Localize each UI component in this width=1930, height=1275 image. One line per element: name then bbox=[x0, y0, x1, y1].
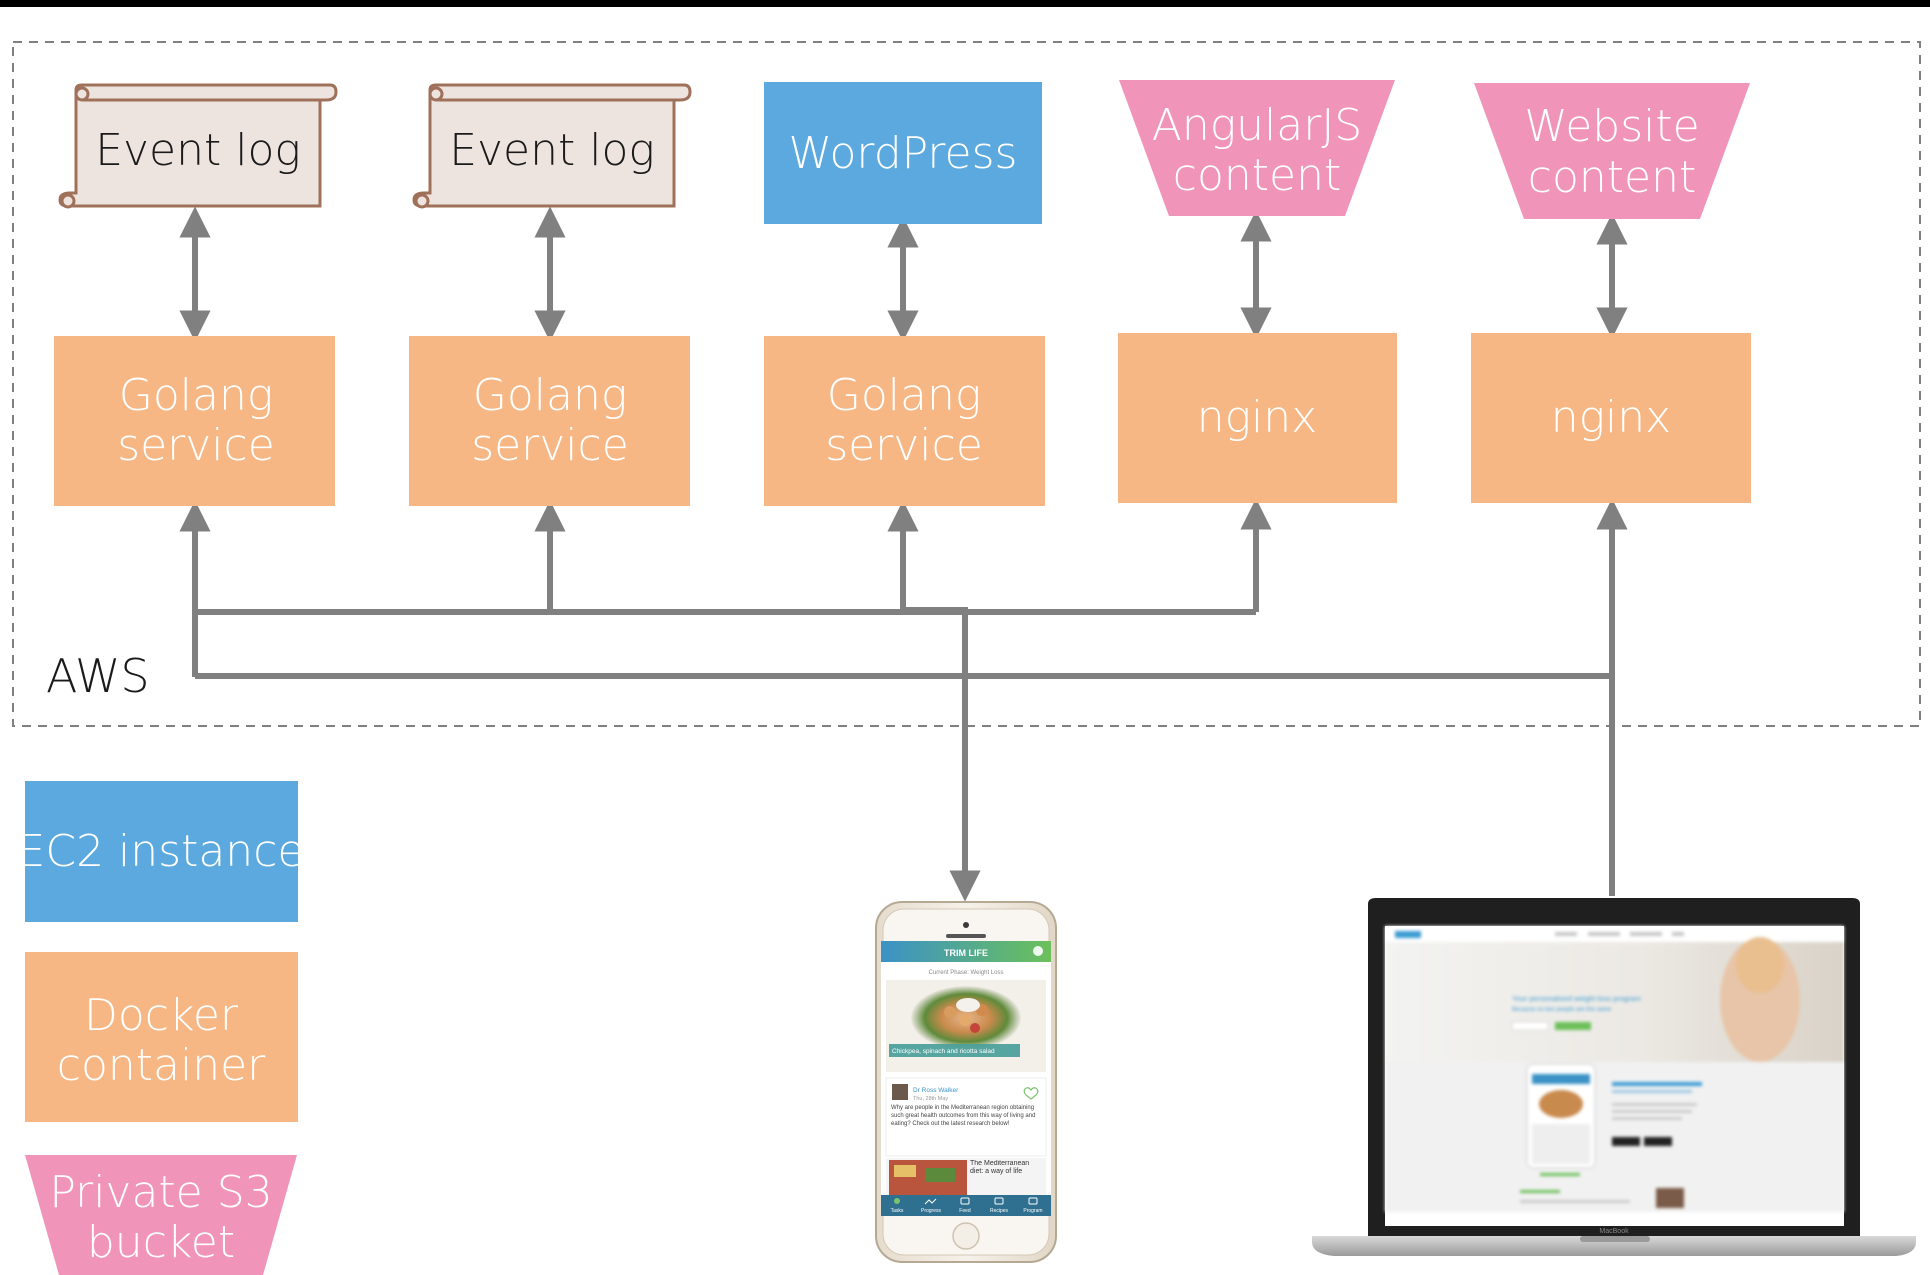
laptop-screen: Your personalised weight loss program Be… bbox=[1385, 926, 1844, 1212]
laptop-subline: Because no two people are the same bbox=[1512, 1007, 1612, 1013]
laptop-bezel-label: MacBook bbox=[1599, 1228, 1629, 1235]
tab-feed-label: Feed bbox=[959, 1208, 971, 1214]
tab-program-label: Program bbox=[1023, 1208, 1042, 1214]
golang-service-3-label-line1: Golang bbox=[827, 370, 982, 421]
phone-feed-post: Dr Ross Walker Thu, 28th May Why are peo… bbox=[885, 1077, 1047, 1157]
legend-s3-label-line2: bucket bbox=[87, 1217, 235, 1268]
angularjs-content-node: AngularJS content bbox=[1119, 80, 1395, 216]
phone-profile-icon bbox=[1033, 946, 1043, 956]
website-content-label-line2: content bbox=[1528, 152, 1696, 203]
tab-progress[interactable]: Progress bbox=[921, 1198, 942, 1214]
legend-docker-label-line2: container bbox=[57, 1040, 266, 1091]
phone-author: Dr Ross Walker bbox=[913, 1087, 959, 1094]
phone-hero-card: Chickpea, spinach and ricotta salad bbox=[886, 980, 1046, 1072]
bus-phone-trunk bbox=[903, 607, 968, 880]
legend-ec2-instance: EC2 instance bbox=[18, 781, 305, 922]
phone-post-text: Why are people in the Mediterranean regi… bbox=[891, 1105, 1036, 1127]
nginx-1-label: nginx bbox=[1197, 392, 1317, 443]
phone-home-button[interactable] bbox=[952, 1222, 980, 1250]
tab-recipes-label: Recipes bbox=[990, 1208, 1009, 1214]
website-content-label-line1: Website bbox=[1524, 101, 1699, 152]
nginx-2-label: nginx bbox=[1551, 392, 1671, 443]
phone-date: Thu, 28th May bbox=[913, 1096, 948, 1102]
phone-phase: Current Phase: Weight Loss bbox=[929, 970, 1004, 976]
website-content-node: Website content bbox=[1474, 83, 1750, 219]
phone-article-card: The Mediterranean diet: a way of life bbox=[886, 1158, 1046, 1200]
tab-tasks-label: Tasks bbox=[891, 1208, 904, 1214]
event-log-1-label: Event log bbox=[95, 125, 301, 176]
event-log-2-label: Event log bbox=[449, 125, 655, 176]
event-log-2-node: Event log bbox=[412, 83, 692, 209]
phone-hero-caption: Chickpea, spinach and ricotta salad bbox=[892, 1048, 995, 1055]
legend-docker-container: Docker container bbox=[25, 952, 298, 1122]
phone-author-avatar bbox=[892, 1084, 908, 1100]
phone-article-title: The Mediterranean diet: a way of life bbox=[970, 1160, 1030, 1175]
golang-service-1-label-line2: service bbox=[117, 420, 275, 471]
legend-s3-label-line1: Private S3 bbox=[49, 1167, 272, 1218]
phone-brand: TRIM LIFE bbox=[944, 948, 988, 958]
golang-service-2-label-line2: service bbox=[471, 420, 629, 471]
tab-feed[interactable]: Feed bbox=[959, 1197, 971, 1214]
legend: EC2 instance Docker container Private S3… bbox=[18, 781, 305, 1275]
angularjs-content-label-line1: AngularJS bbox=[1152, 100, 1362, 151]
top-border-bar bbox=[0, 0, 1930, 7]
phone-screen: TRIM LIFE Current Phase: Weight Loss Chi… bbox=[881, 941, 1051, 1216]
tab-program[interactable]: Program bbox=[1023, 1197, 1043, 1214]
legend-private-s3-bucket: Private S3 bucket bbox=[25, 1155, 297, 1275]
golang-service-2-node: Golang service bbox=[409, 336, 690, 506]
phone-tab-bar: Tasks Progress Feed Recipes Program bbox=[881, 1195, 1051, 1216]
nginx-2-node: nginx bbox=[1471, 333, 1751, 503]
wordpress-label: WordPress bbox=[789, 128, 1018, 179]
golang-service-1-label-line1: Golang bbox=[119, 370, 274, 421]
golang-service-1-node: Golang service bbox=[54, 336, 335, 506]
event-log-1-node: Event log bbox=[58, 83, 338, 209]
tab-progress-label: Progress bbox=[921, 1208, 942, 1214]
wordpress-node: WordPress bbox=[764, 82, 1042, 224]
golang-service-3-label-line2: service bbox=[825, 420, 983, 471]
aws-label: AWS bbox=[46, 649, 150, 703]
angularjs-content-label-line2: content bbox=[1173, 150, 1341, 201]
smartphone-icon: TRIM LIFE Current Phase: Weight Loss Chi… bbox=[875, 901, 1057, 1263]
nginx-1-node: nginx bbox=[1118, 333, 1397, 503]
legend-docker-label-line1: Docker bbox=[84, 990, 239, 1041]
legend-ec2-label: EC2 instance bbox=[18, 826, 305, 877]
golang-service-2-label-line1: Golang bbox=[473, 370, 628, 421]
connectors bbox=[179, 206, 1628, 902]
laptop-icon: Your personalised weight loss program Be… bbox=[1312, 898, 1916, 1256]
tab-tasks[interactable]: Tasks bbox=[891, 1198, 904, 1214]
phone-heart-icon[interactable] bbox=[1023, 1087, 1039, 1100]
golang-service-3-node: Golang service bbox=[764, 336, 1045, 506]
laptop-headline: Your personalised weight loss program bbox=[1512, 994, 1641, 1003]
tab-recipes[interactable]: Recipes bbox=[990, 1197, 1009, 1214]
